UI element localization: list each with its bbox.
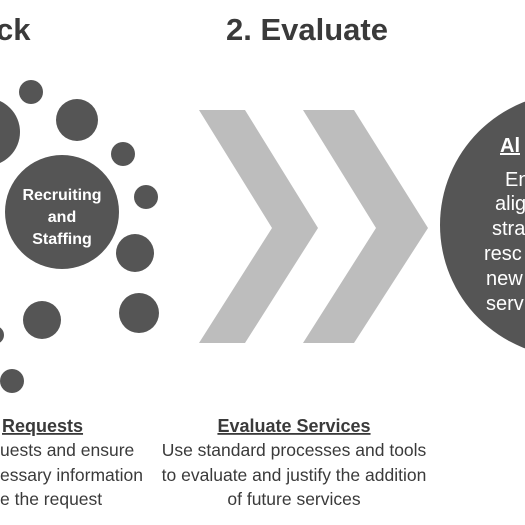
step1-heading: ck (0, 12, 31, 47)
small-circle (119, 293, 159, 333)
small-circle (134, 185, 158, 209)
middle-section-line: of future services (227, 489, 360, 509)
chevron-arrow-1 (199, 110, 318, 343)
middle-section-line: Use standard processes and tools (162, 440, 427, 460)
left-section: Requests uests and ensure essary informa… (0, 416, 143, 509)
align-circle-line: alig (495, 193, 525, 215)
small-circle (23, 301, 61, 339)
left-section-line: e the request (0, 489, 102, 509)
middle-section-line: to evaluate and justify the addition (162, 465, 427, 485)
small-circle (19, 80, 43, 104)
small-circle (116, 234, 154, 272)
align-circle-title: Al (500, 135, 520, 157)
middle-section-title: Evaluate Services (217, 416, 370, 436)
left-section-title: Requests (2, 416, 83, 436)
bubble-label-line: Recruiting (22, 187, 101, 204)
recruiting-staffing-circle (5, 155, 119, 269)
bubble-label-line: Staffing (32, 231, 92, 248)
align-circle-line: new (486, 268, 523, 290)
bubble-cluster: Recruiting and Staffing (0, 80, 159, 393)
align-circle-line: resc (484, 243, 522, 265)
align-circle-shape (440, 101, 525, 349)
middle-section: Evaluate Services Use standard processes… (162, 416, 427, 509)
small-circle (111, 142, 135, 166)
bubble-label-line: and (48, 209, 76, 226)
large-partial-circle (0, 101, 20, 163)
align-circle-line: stra (492, 218, 525, 240)
align-circle-line: En (505, 169, 525, 191)
chevron-arrow-2 (303, 110, 428, 343)
align-circle-line: servi (486, 293, 525, 315)
step2-heading: 2. Evaluate (226, 12, 388, 47)
small-circle (0, 369, 24, 393)
align-circle: Al En alig stra resc new servi (440, 101, 525, 349)
left-section-line: uests and ensure (0, 440, 134, 460)
small-circle (56, 99, 98, 141)
small-circle (0, 327, 4, 343)
left-section-line: essary information (0, 465, 143, 485)
